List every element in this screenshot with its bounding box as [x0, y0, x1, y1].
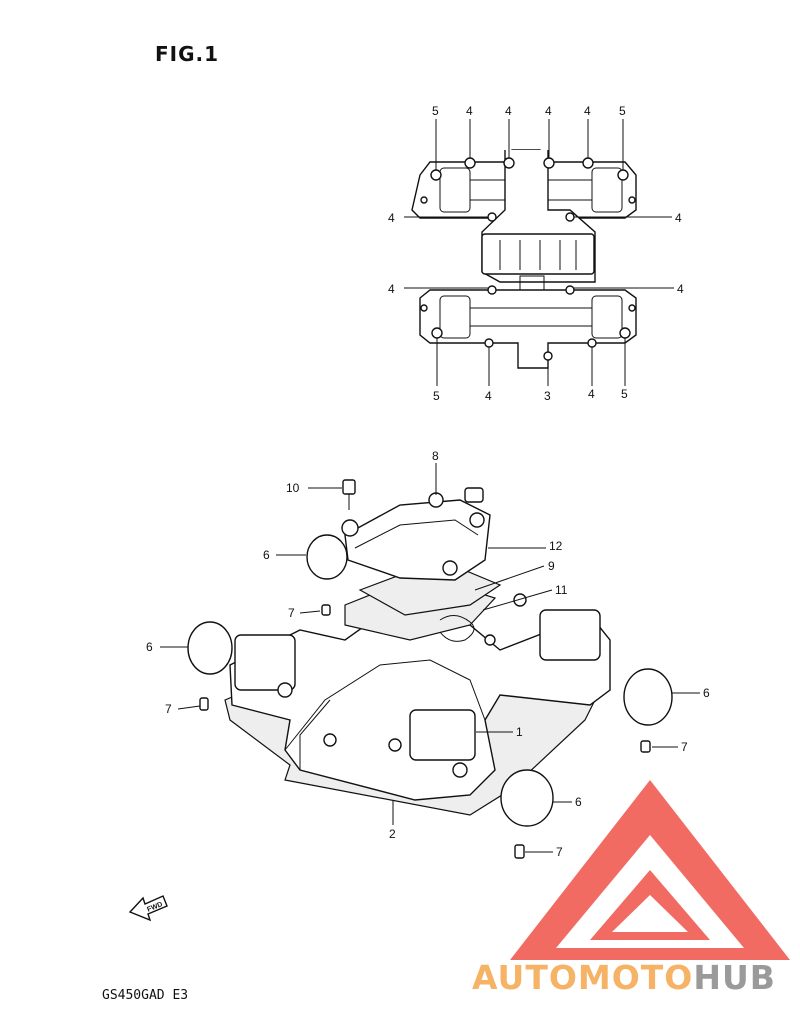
callout-6-d: 6	[575, 795, 582, 809]
callout-7-a: 7	[288, 606, 295, 620]
watermark-logo-icon	[510, 780, 790, 960]
watermark-text-part2: HUB	[693, 958, 776, 997]
watermark-text: AUTOMOTOHUB	[472, 958, 776, 997]
callout-mid-upper-right: 4	[675, 211, 682, 225]
callout-mid-lower-left: 4	[388, 282, 395, 296]
callout-6-c: 6	[703, 686, 710, 700]
callout-bottom-1: 5	[433, 389, 440, 403]
figure-title: FIG.1	[155, 42, 220, 66]
callout-2: 2	[389, 827, 396, 841]
callout-9: 9	[548, 559, 555, 573]
callout-bottom-4: 4	[588, 387, 595, 401]
watermark-text-part1: AUTOMOTO	[472, 958, 694, 997]
callout-6-b: 6	[146, 640, 153, 654]
top-view-cover	[404, 119, 674, 386]
callout-11: 11	[555, 583, 568, 597]
callout-6-a: 6	[263, 548, 270, 562]
callout-top-6: 5	[619, 104, 626, 118]
callout-mid-lower-right: 4	[677, 282, 684, 296]
callout-7-d: 7	[556, 845, 563, 859]
callout-8: 8	[432, 449, 439, 463]
callout-top-3: 4	[505, 104, 512, 118]
model-code: GS450GAD E3	[102, 988, 189, 1003]
callout-mid-upper-left: 4	[388, 211, 395, 225]
callout-bottom-3: 3	[544, 389, 551, 403]
callout-7-b: 7	[165, 702, 172, 716]
callout-bottom-2: 4	[485, 389, 492, 403]
callout-12: 12	[549, 539, 563, 553]
callout-10: 10	[286, 481, 300, 495]
callout-1: 1	[516, 725, 523, 739]
fwd-arrow-icon: FWD	[128, 895, 168, 922]
callout-top-4: 4	[545, 104, 552, 118]
callout-7-c: 7	[681, 740, 688, 754]
exploded-view: FWD	[128, 463, 700, 922]
callout-top-1: 5	[432, 104, 439, 118]
callout-top-2: 4	[466, 104, 473, 118]
exploded-callouts: 8 10 6 12 9 11 7 6 6 7 1 7 6 2 7	[146, 449, 710, 859]
callout-bottom-5: 5	[621, 387, 628, 401]
callout-top-5: 4	[584, 104, 591, 118]
top-view-callouts: 5 4 4 4 4 5 4 4 4 4 5 4 3 4 5	[388, 104, 684, 403]
